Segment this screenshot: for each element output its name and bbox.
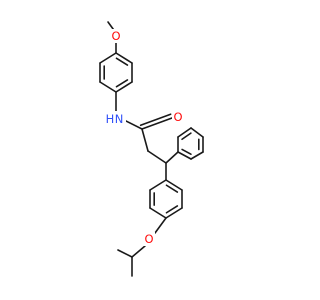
phenyl-ring-bond xyxy=(190,151,204,160)
isopropoxyphenyl-ring-inner-bond xyxy=(165,184,179,193)
isopropoxyphenyl-ring-bond xyxy=(149,179,167,191)
phenyl-ring-inner-bond xyxy=(181,132,192,141)
phenyl-ring-bond xyxy=(190,127,204,138)
bond-layer xyxy=(99,21,204,277)
atom-layer: O H N O O xyxy=(104,29,184,246)
nitrogen-carbonyl-bond xyxy=(123,119,143,130)
anisyl-ring-bond xyxy=(115,52,133,64)
carbonyl-oxygen-label: O xyxy=(173,110,182,124)
phenyl-ring-bond xyxy=(177,127,192,138)
phenyl-ring-inner-bond xyxy=(181,148,192,155)
isopropoxyphenyl-ring-bond xyxy=(165,207,183,219)
isopropoxyphenyl-ring-bond xyxy=(149,207,167,219)
methoxy-oxygen-label: O xyxy=(111,29,120,43)
isopropyl-methyl-bond xyxy=(117,249,133,258)
carbonyl-oxygen-double-bond xyxy=(139,113,172,127)
phenyl-ring-bond xyxy=(177,151,192,160)
anisyl-ring-inner-bond xyxy=(115,57,129,66)
methylene-methine-bond xyxy=(147,150,167,164)
structure-diagram: O H N O O xyxy=(99,21,204,277)
anisyl-ring-bond xyxy=(99,81,117,93)
amide-nitrogen-label: N xyxy=(115,112,124,126)
isopropoxyphenyl-ring-bond xyxy=(165,179,183,191)
anisyl-ring-inner-bond xyxy=(115,79,129,88)
oxygen-isopropyl-bond xyxy=(131,245,146,258)
methine-phenyl-bond xyxy=(165,151,179,164)
anisyl-ring-bond xyxy=(99,52,117,64)
amide-hydrogen-label: H xyxy=(106,112,115,126)
anisyl-ring-bond xyxy=(115,81,133,93)
isopropoxyphenyl-ring-inner-bond xyxy=(165,205,179,214)
carbonyl-oxygen-bond xyxy=(141,117,173,130)
carbonyl-methylene-bond xyxy=(141,128,149,152)
isopropoxy-oxygen-label: O xyxy=(144,232,153,246)
aryl-oxygen-bond xyxy=(154,217,167,234)
